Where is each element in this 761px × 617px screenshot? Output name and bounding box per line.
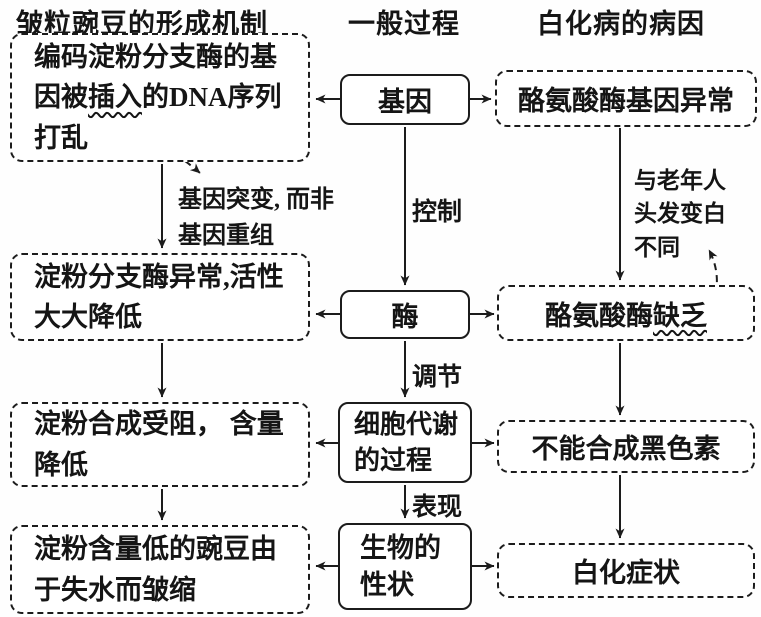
center-box-metabolism: 细胞代谢 的过程 — [338, 402, 472, 483]
note-gray-hair-line3: 不同 — [634, 234, 680, 260]
arrow-label-express: 表现 — [412, 494, 463, 521]
center-box-enzyme: 酶 — [340, 290, 470, 339]
note-gene-mutation-line2: 基因重组 — [178, 223, 274, 249]
right-box-albinism-symptom: 白化症状 — [497, 543, 755, 598]
center-box-trait: 生物的 性状 — [338, 523, 472, 610]
center-box-3-line2: 的过程 — [354, 445, 433, 475]
center-box-4-line2: 性状 — [360, 569, 414, 600]
right-box-4-text: 白化症状 — [572, 558, 680, 588]
left-box-enzyme-abnormal: 淀粉分支酶异常,活性大大降低 — [10, 253, 310, 341]
note-gray-hair-line1: 与老年人 — [634, 168, 726, 193]
header-albinism-cause: 白化病的病因 — [537, 9, 705, 39]
center-box-4-line1: 生物的 — [360, 533, 441, 564]
left-box-2-text: 淀粉分支酶异常,活性大大降低 — [34, 261, 284, 333]
note-gray-hair-difference: 与老年人 头发变白 不同 — [634, 164, 726, 264]
center-box-3-line1: 细胞代谢 — [354, 410, 459, 440]
right-box-no-melanin: 不能合成黑色素 — [497, 420, 755, 473]
right-box-2-text: 酪氨酸酶缺乏 — [545, 300, 707, 331]
center-box-2-text: 酶 — [391, 302, 419, 332]
right-box-tyrosinase-deficiency: 酪氨酸酶缺乏 — [497, 285, 755, 341]
center-box-1-text: 基因 — [378, 87, 432, 117]
right-box-3-text: 不能合成黑色素 — [531, 434, 721, 464]
wavy-emphasis-deficiency: 缺乏 — [653, 300, 707, 331]
header-general-process: 一般过程 — [348, 9, 460, 39]
left-box-4-text: 淀粉含量低的豌豆由于失水而皱缩 — [34, 534, 277, 605]
wavy-emphasis-insert: 插入 — [88, 82, 142, 113]
arrow-label-control: 控制 — [412, 199, 463, 226]
left-box-starch-blocked: 淀粉合成受阻， 含量降低 — [10, 402, 310, 487]
note-gene-mutation-line1: 基因突变, 而非 — [178, 187, 334, 213]
left-box-pea-wrinkled: 淀粉含量低的豌豆由于失水而皱缩 — [10, 525, 310, 614]
arrow-label-regulate: 调节 — [412, 364, 463, 391]
left-box-1-text: 编码淀粉分支酶的基因被插入的DNA序列打乱 — [34, 41, 282, 153]
left-box-gene-disrupted: 编码淀粉分支酶的基因被插入的DNA序列打乱 — [10, 33, 310, 162]
right-box-tyrosinase-gene-abnormal: 酪氨酸酶基因异常 — [495, 70, 757, 127]
left-box-3-text: 淀粉合成受阻， 含量降低 — [34, 409, 284, 480]
note-gene-mutation: 基因突变, 而非 基因重组 — [178, 182, 334, 254]
right-box-1-text: 酪氨酸酶基因异常 — [518, 86, 734, 116]
center-box-gene: 基因 — [340, 74, 470, 125]
note-gray-hair-line2: 头发变白 — [634, 201, 726, 227]
